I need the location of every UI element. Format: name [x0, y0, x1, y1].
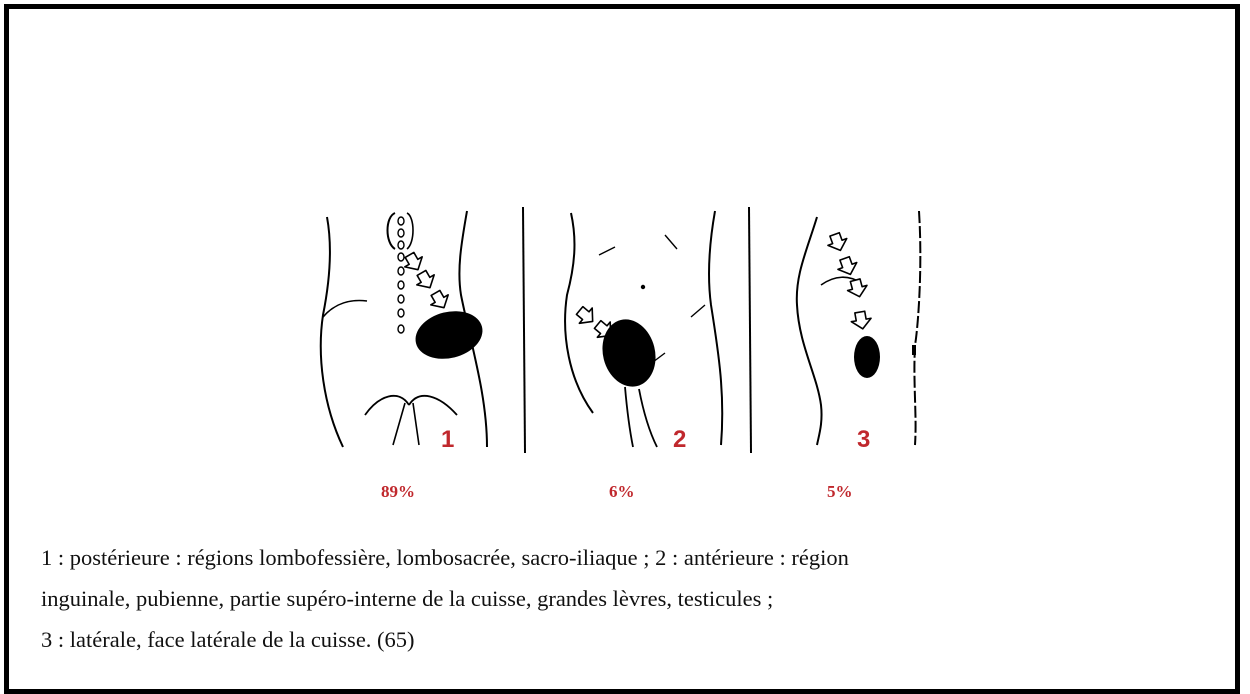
panel-2-percent: 6%	[609, 482, 635, 501]
panel-1-number: 1	[441, 426, 454, 453]
arrow-icon	[573, 303, 599, 329]
arrow-icon	[846, 278, 870, 300]
spine-vertebrae-icon	[388, 213, 414, 333]
panel-2-number: 2	[673, 426, 686, 453]
abscess-location-figure: 1 2	[309, 195, 934, 509]
panel-3-percent: 5%	[827, 482, 853, 501]
abscess-blob-icon	[854, 336, 880, 378]
arrow-icon	[835, 255, 860, 278]
panel-3-number: 3	[857, 426, 870, 453]
caption-line-1: 1 : postérieure : régions lombofessière,…	[41, 537, 1231, 578]
arrow-icon	[850, 310, 873, 330]
arrow-icon	[825, 231, 850, 254]
panel-1-posterior-view: 1	[321, 211, 488, 453]
caption-line-2: inguinale, pubienne, partie supéro-inter…	[41, 578, 1231, 619]
arrow-icon	[427, 288, 453, 313]
figure-caption: 1 : postérieure : régions lombofessière,…	[41, 537, 1231, 660]
document-frame: 1 2	[4, 4, 1240, 694]
panel-divider	[523, 207, 525, 453]
arrow-icon	[413, 268, 439, 293]
caption-line-3: 3 : latérale, face latérale de la cuisse…	[41, 619, 1231, 660]
arrow-icon	[401, 250, 427, 275]
panel-1-percent: 89%	[381, 482, 415, 501]
navel-mark	[641, 285, 645, 289]
panel-2-anterior-view: 2	[565, 211, 722, 453]
anatomy-illustration: 1 2	[309, 195, 934, 509]
panel-3-lateral-view: 3	[797, 211, 921, 453]
panel-divider	[749, 207, 751, 453]
abscess-blob-icon	[410, 304, 487, 365]
